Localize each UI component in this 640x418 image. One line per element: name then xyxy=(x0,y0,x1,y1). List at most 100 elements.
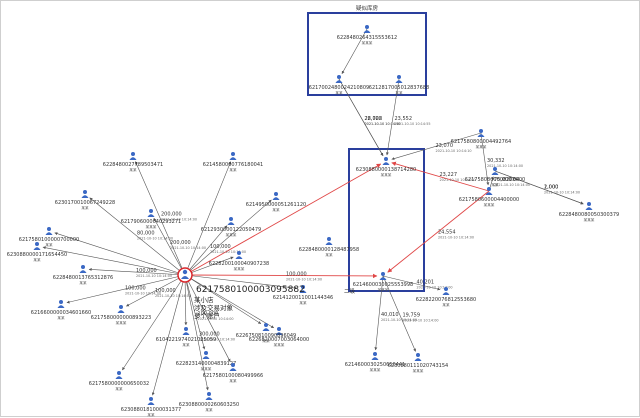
node-account: 6230880000171654450 xyxy=(7,252,67,258)
person-icon xyxy=(237,251,241,255)
edge-date: 2021-10-10 10:14:55 xyxy=(365,122,401,126)
edge-center-c6[interactable] xyxy=(184,225,228,276)
edge-center-c16[interactable] xyxy=(122,274,186,371)
edge-date: 2021-10-10 10:14:55 xyxy=(395,122,431,126)
edge-center-c5[interactable] xyxy=(184,199,272,276)
person-icon xyxy=(207,392,211,396)
group-label: 二级 xyxy=(344,287,356,295)
edge-center-c19[interactable] xyxy=(184,274,209,391)
edge-center-mid[interactable] xyxy=(184,163,382,276)
edge-low-b1[interactable] xyxy=(374,275,384,351)
edge-center-c9[interactable] xyxy=(88,268,186,276)
edge-center-c11[interactable] xyxy=(66,274,186,304)
person-icon xyxy=(397,75,401,79)
edge-center-c3[interactable] xyxy=(89,197,186,276)
edge-r2-mid[interactable] xyxy=(391,161,490,192)
node-name: 某某 xyxy=(491,182,499,187)
edge-center-c1[interactable] xyxy=(135,161,186,276)
edge-center-c4[interactable] xyxy=(153,218,186,276)
edge-tl-mid[interactable] xyxy=(338,78,384,157)
edge-center-c10[interactable] xyxy=(184,256,234,276)
node-account: 6230880000260603250 xyxy=(179,402,239,408)
edge-center-c2[interactable] xyxy=(184,161,232,276)
edge-tr-mid[interactable] xyxy=(385,78,400,156)
edge-amount: 2,000 xyxy=(544,185,558,191)
node-account: 6104221974021025059 xyxy=(156,337,216,343)
person-icon xyxy=(59,300,63,304)
edge-low-r5[interactable] xyxy=(382,275,441,291)
node-name: 某某 xyxy=(229,167,237,172)
edge-r1-r2[interactable] xyxy=(480,132,490,186)
edge-top-tl[interactable] xyxy=(341,28,368,74)
edge-center-c12[interactable] xyxy=(126,274,186,307)
edge-center-m2[interactable] xyxy=(184,274,275,329)
edge-amount: 100,000 xyxy=(198,311,219,317)
edge-low-b2[interactable] xyxy=(382,275,416,352)
node-name: 某某某 xyxy=(584,217,595,222)
edge-center-m1[interactable] xyxy=(184,274,298,290)
person-icon xyxy=(83,190,87,194)
edge-amount: 75,000.04 xyxy=(494,177,519,183)
person-icon xyxy=(81,265,85,269)
edge-center-c15[interactable] xyxy=(184,274,206,350)
edge-date: 2021-10-10 10:14:00 xyxy=(161,218,197,222)
edge-center-low[interactable] xyxy=(184,273,378,279)
center-note-3: 多个账户 xyxy=(194,311,220,320)
node-name: 某某 xyxy=(299,300,307,305)
edge-r2-low[interactable] xyxy=(387,190,490,273)
edge-center-c7[interactable] xyxy=(54,232,186,276)
edge-center-c18[interactable] xyxy=(151,274,186,396)
center-note-1: 某小店 xyxy=(194,295,214,304)
person-body-icon xyxy=(205,397,213,400)
edge-center-c13[interactable] xyxy=(184,274,188,326)
person-body-icon xyxy=(379,277,387,280)
person-body-icon xyxy=(115,376,123,379)
edge-center-c14[interactable] xyxy=(184,274,262,325)
edge-r3-r4[interactable] xyxy=(494,170,584,205)
person-body-icon xyxy=(485,192,493,195)
center-node[interactable]: 6217580100003095882 某小店 涉及交易对象 多个账户 xyxy=(177,267,305,320)
node-account: 6214580000776180041 xyxy=(203,162,263,168)
edge-amount: 80,000 xyxy=(137,231,155,237)
edge-center-c17[interactable] xyxy=(184,274,231,362)
edge-r1-mid[interactable] xyxy=(391,132,482,160)
edge-center-c8[interactable] xyxy=(42,246,186,276)
node-name: 某某某 xyxy=(476,144,487,149)
node-account: 6217580800008200000 xyxy=(465,177,525,183)
edge-amount: 28,728 xyxy=(365,116,383,122)
